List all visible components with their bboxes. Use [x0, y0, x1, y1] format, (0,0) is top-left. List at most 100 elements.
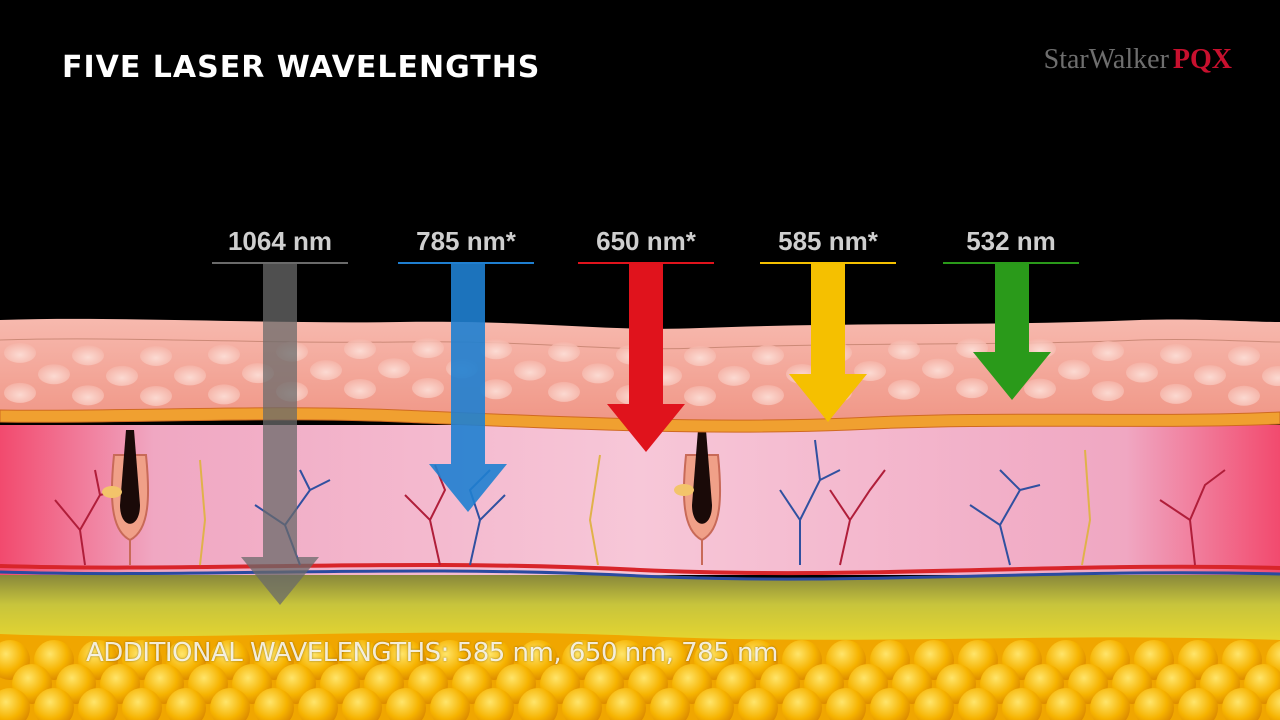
epidermis-cell — [888, 379, 920, 400]
epidermis-cell — [310, 360, 342, 381]
blood-vessels — [54, 439, 1226, 566]
epidermis-cell — [548, 341, 580, 362]
epidermis-cell — [752, 385, 784, 406]
epidermis-cell — [4, 382, 36, 403]
arrow-650nm — [607, 264, 685, 452]
epidermis-cell — [412, 338, 444, 359]
hair-follicle-left — [102, 430, 150, 565]
fat-cell — [958, 688, 998, 720]
fat-cell — [826, 688, 866, 720]
epidermis-cell — [1092, 340, 1124, 361]
fat-cell — [1178, 688, 1218, 720]
epidermis-cell — [174, 365, 206, 386]
epidermis-cell — [684, 385, 716, 406]
epidermis-cell — [72, 385, 104, 406]
fat-cell — [738, 688, 778, 720]
epidermis-cell — [1058, 359, 1090, 380]
fat-cell — [298, 688, 338, 720]
epidermis-cell — [140, 385, 172, 406]
fat-cell — [694, 688, 734, 720]
fat-cell — [1222, 688, 1262, 720]
wavelength-label-532: 532 nm — [966, 226, 1056, 256]
epidermis-cell — [106, 365, 138, 386]
epidermis-cell — [922, 358, 954, 379]
fat-cell — [870, 688, 910, 720]
epidermis-cell — [38, 364, 70, 385]
fat-cell — [1046, 688, 1086, 720]
fat-cell — [254, 688, 294, 720]
wavelength-label-585: 585 nm* — [778, 226, 878, 256]
epidermis-cell — [480, 339, 512, 360]
epidermis-top-line — [0, 338, 1280, 350]
epidermis-cell — [752, 345, 784, 366]
epidermis-cell — [72, 345, 104, 366]
epidermis-cell — [1228, 385, 1260, 406]
wavelength-label-785: 785 nm* — [416, 226, 516, 256]
fat-cell — [650, 688, 690, 720]
fat-cell — [914, 688, 954, 720]
underline-1064 — [212, 262, 348, 264]
wavelength-label-650: 650 nm* — [596, 226, 696, 256]
fat-cell — [210, 688, 250, 720]
membrane-line — [0, 562, 1280, 576]
hair-follicle-right — [674, 430, 722, 565]
fat-cell — [122, 688, 162, 720]
epidermis-cell — [412, 378, 444, 399]
epidermis-cell — [582, 363, 614, 384]
epidermis-cell — [1092, 380, 1124, 401]
vessel-line — [0, 569, 1280, 581]
fat-layer — [0, 630, 1280, 720]
underline-585 — [760, 262, 896, 264]
logo-main: StarWalker — [1043, 44, 1169, 75]
page-title: FIVE LASER WAVELENGTHS — [62, 50, 541, 85]
epidermis-cell — [208, 344, 240, 365]
epidermis-cell — [1228, 345, 1260, 366]
epidermis-cell — [514, 360, 546, 381]
fat-cell — [34, 688, 74, 720]
fat-cell — [342, 688, 382, 720]
arrow-585nm — [789, 264, 867, 422]
fat-cell — [1090, 688, 1130, 720]
fat-cell — [782, 688, 822, 720]
subcutaneous-band — [0, 568, 1280, 640]
fat-cell — [1266, 688, 1280, 720]
epidermis-cell — [4, 342, 36, 363]
epidermis-cell — [1160, 383, 1192, 404]
fat-cell — [1002, 688, 1042, 720]
dermis-layer — [0, 425, 1280, 575]
epidermis-cell — [480, 379, 512, 400]
fat-cell — [0, 688, 30, 720]
underline-650 — [578, 262, 714, 264]
epidermis-cell — [1160, 343, 1192, 364]
underline-532 — [943, 262, 1079, 264]
arrow-785nm — [429, 264, 507, 512]
fat-cell — [386, 688, 426, 720]
arrow-532nm — [973, 264, 1051, 400]
epidermis-cell — [1262, 365, 1280, 386]
epidermis-cell — [684, 345, 716, 366]
epidermis-cell — [344, 338, 376, 359]
wavelength-label-1064: 1064 nm — [227, 226, 333, 256]
epidermis-cell — [1126, 362, 1158, 383]
fat-cell — [606, 688, 646, 720]
fat-cell — [562, 688, 602, 720]
epidermis-cell — [378, 358, 410, 379]
epidermis-cell — [344, 378, 376, 399]
fat-cell — [430, 688, 470, 720]
fat-cell — [518, 688, 558, 720]
additional-wavelengths-caption: ADDITIONAL WAVELENGTHS: 585 nm, 650 nm, … — [86, 638, 778, 668]
arrow-1064nm — [241, 264, 319, 605]
logo-suffix: PQX — [1172, 44, 1232, 75]
fat-cell — [474, 688, 514, 720]
epidermis-cell — [208, 384, 240, 405]
epidermis-cell — [718, 365, 750, 386]
epidermis-cell — [956, 378, 988, 399]
epidermis-cell — [888, 339, 920, 360]
epidermis-cell — [1194, 365, 1226, 386]
wavelength-arrows — [241, 264, 1051, 605]
epidermis-cell — [1024, 378, 1056, 399]
fat-cell — [1134, 688, 1174, 720]
underline-785 — [398, 262, 534, 264]
